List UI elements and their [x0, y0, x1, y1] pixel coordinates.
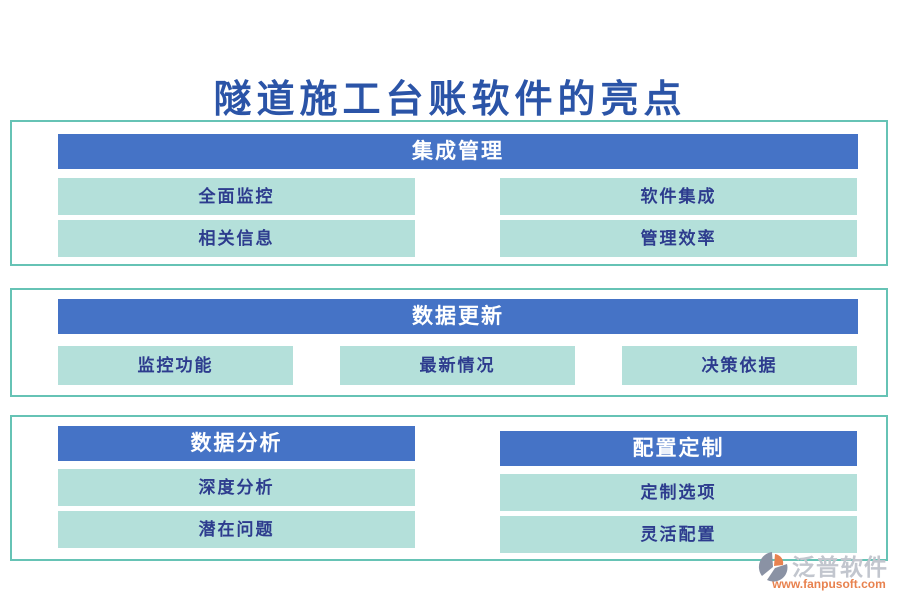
- section-header: 数据更新: [58, 299, 858, 334]
- logo-brand-name: 泛普软件: [792, 555, 888, 580]
- section-header: 配置定制: [500, 431, 857, 466]
- section-analysis-and-config: 数据分析 深度分析 潜在问题 配置定制 定制选项 灵活配置: [10, 415, 888, 561]
- page-title: 隧道施工台账软件的亮点: [213, 79, 687, 121]
- feature-item: 决策依据: [622, 346, 857, 385]
- feature-item: 相关信息: [58, 220, 415, 257]
- feature-item: 深度分析: [58, 469, 415, 506]
- feature-item: 定制选项: [500, 474, 857, 511]
- feature-item: 灵活配置: [500, 516, 857, 553]
- logo-website-url[interactable]: www.fanpusoft.com: [772, 577, 886, 591]
- section-data-update: 数据更新 监控功能 最新情况 决策依据: [10, 288, 888, 397]
- feature-item: 监控功能: [58, 346, 293, 385]
- feature-item: 软件集成: [500, 178, 857, 215]
- feature-item: 最新情况: [340, 346, 575, 385]
- section-header: 集成管理: [58, 134, 858, 169]
- feature-item: 全面监控: [58, 178, 415, 215]
- fanpu-logo[interactable]: 泛普软件 www.fanpusoft.com: [754, 548, 896, 594]
- feature-item: 管理效率: [500, 220, 857, 257]
- feature-item: 潜在问题: [58, 511, 415, 548]
- section-header: 数据分析: [58, 426, 415, 461]
- fanpu-logo-icon: [758, 552, 788, 582]
- section-integration-management: 集成管理 全面监控 软件集成 相关信息 管理效率: [10, 120, 888, 266]
